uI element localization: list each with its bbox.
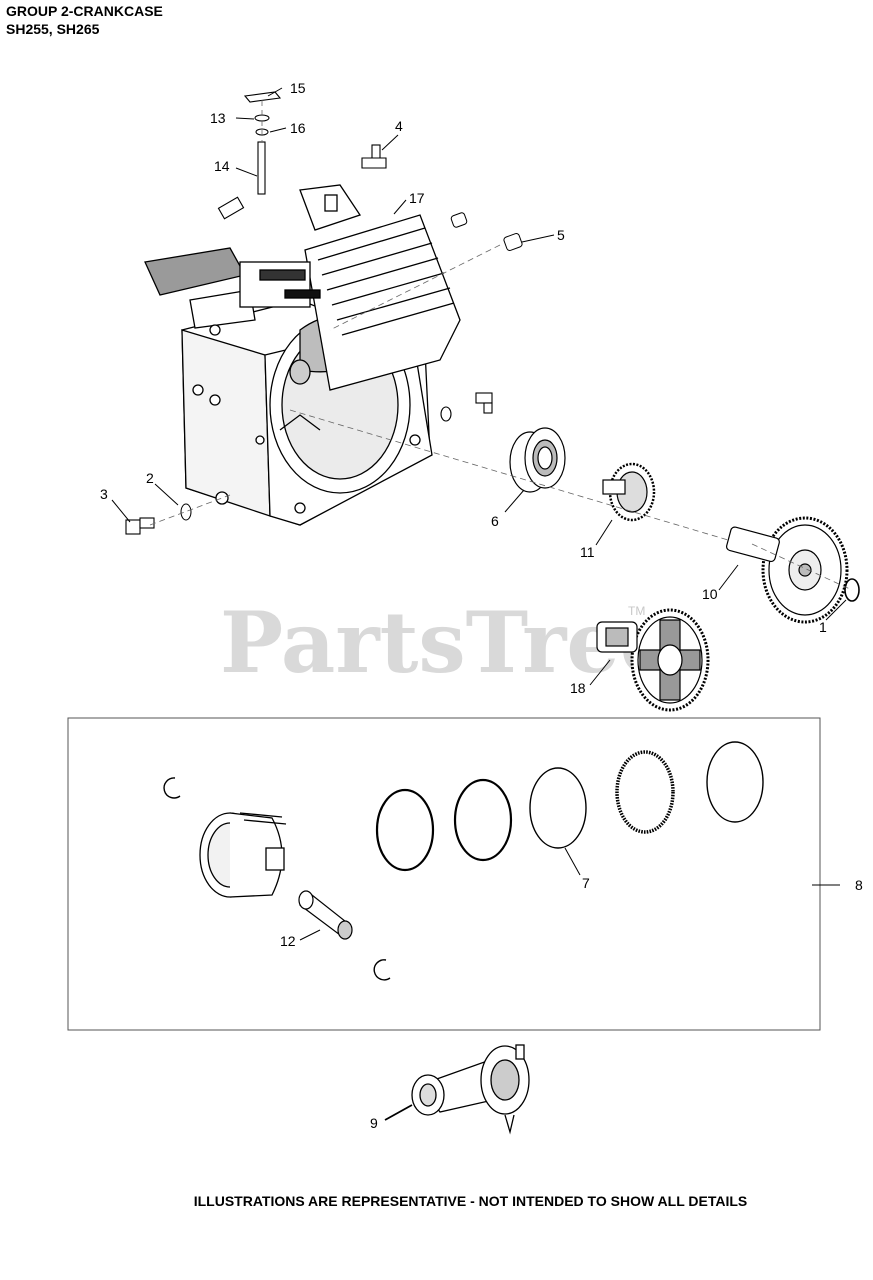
callout-18: 18 bbox=[570, 680, 586, 696]
oil-ring-expander-part[interactable] bbox=[615, 750, 675, 834]
callout-labels: 1 2 3 4 5 6 7 8 9 10 11 12 13 14 15 16 1… bbox=[100, 80, 863, 1131]
watermark-tm: TM bbox=[628, 604, 645, 618]
bolt-4-part[interactable] bbox=[361, 144, 387, 169]
callout-16: 16 bbox=[290, 120, 306, 136]
callout-8: 8 bbox=[855, 877, 863, 893]
callout-2: 2 bbox=[146, 470, 154, 486]
piston-ring-7-part[interactable] bbox=[529, 767, 587, 849]
piston-part[interactable] bbox=[199, 812, 287, 898]
dowel-pin-5-part[interactable] bbox=[503, 233, 523, 252]
wrist-pin-12-part[interactable] bbox=[298, 890, 353, 940]
callout-7: 7 bbox=[582, 875, 590, 891]
callout-5: 5 bbox=[557, 227, 565, 243]
callout-3: 3 bbox=[100, 486, 108, 502]
callout-6: 6 bbox=[491, 513, 499, 529]
connecting-rod-9-part[interactable] bbox=[411, 1044, 530, 1135]
balancer-gear-18-part[interactable] bbox=[596, 608, 710, 712]
callout-14: 14 bbox=[214, 158, 230, 174]
oil-ring-part[interactable] bbox=[706, 741, 764, 823]
governor-plate-part[interactable] bbox=[243, 91, 282, 103]
callout-13: 13 bbox=[210, 110, 226, 126]
piston-kit-frame bbox=[67, 717, 821, 1031]
callout-9: 9 bbox=[370, 1115, 378, 1131]
diagram-group-title: GROUP 2-CRANKCASE bbox=[6, 3, 163, 19]
drain-bolt-3-part[interactable] bbox=[125, 517, 155, 535]
washer-2-part[interactable] bbox=[180, 503, 192, 521]
circlip-part[interactable] bbox=[373, 959, 391, 981]
piston-ring-part[interactable] bbox=[375, 788, 435, 872]
camshaft-10-part[interactable] bbox=[726, 516, 849, 624]
diagram-model-numbers: SH255, SH265 bbox=[6, 21, 100, 37]
assembly-axes bbox=[149, 100, 853, 591]
retaining-ring-1-part[interactable] bbox=[844, 578, 860, 602]
disclaimer-footer: ILLUSTRATIONS ARE REPRESENTATIVE - NOT I… bbox=[193, 1193, 748, 1209]
governor-shaft-part[interactable] bbox=[217, 141, 266, 220]
leader-lines bbox=[111, 87, 847, 1121]
callout-4: 4 bbox=[395, 118, 403, 134]
callout-10: 10 bbox=[702, 586, 718, 602]
callout-15: 15 bbox=[290, 80, 306, 96]
crank-gear-11-part[interactable] bbox=[602, 462, 656, 522]
callout-17: 17 bbox=[409, 190, 425, 206]
circlip-part[interactable] bbox=[163, 777, 181, 799]
bearing-6-part[interactable] bbox=[509, 427, 566, 493]
piston-ring-part[interactable] bbox=[453, 778, 513, 862]
dowel-pin-part bbox=[450, 212, 468, 228]
callout-1: 1 bbox=[819, 619, 827, 635]
crankcase-part[interactable] bbox=[144, 184, 461, 526]
bolt-small-part bbox=[440, 392, 493, 422]
callout-11: 11 bbox=[580, 544, 595, 560]
callout-12: 12 bbox=[280, 933, 296, 949]
